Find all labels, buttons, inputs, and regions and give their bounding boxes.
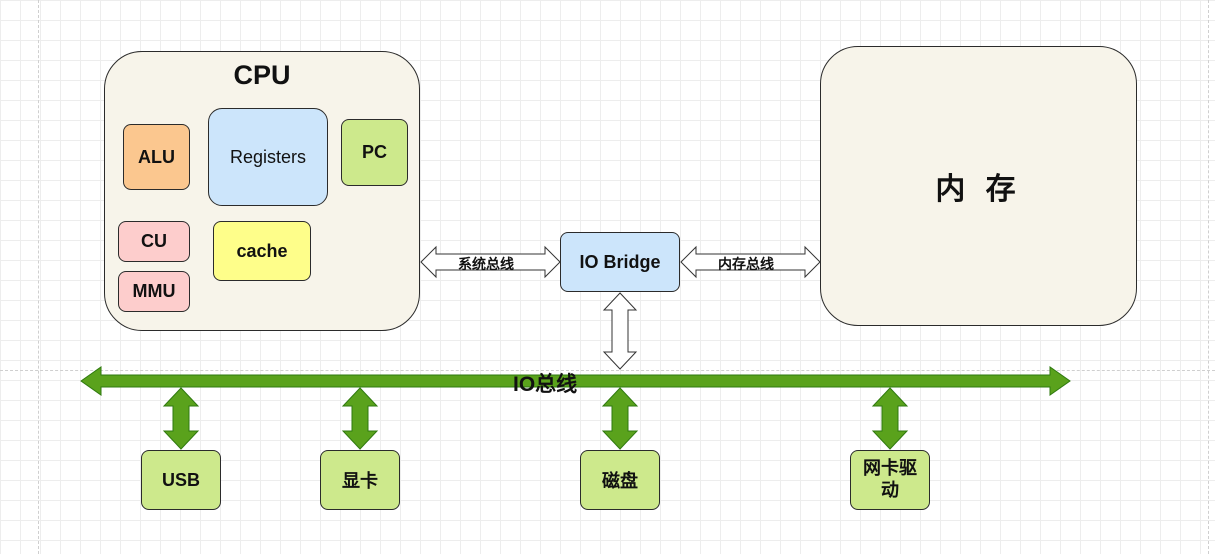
system-bus-arrow	[420, 245, 561, 279]
alu-box[interactable]: ALU	[123, 124, 190, 190]
mmu-label: MMU	[132, 281, 176, 301]
memory-bus-arrow	[680, 245, 821, 279]
gpu-label: 显卡	[342, 471, 378, 491]
nic-label: 网卡驱动	[863, 458, 917, 500]
memory-label: 内 存	[935, 173, 1022, 206]
cpu-title: CPU	[233, 60, 291, 90]
cache-box[interactable]: cache	[213, 221, 311, 281]
cache-label: cache	[236, 240, 288, 261]
io-bridge-label: IO Bridge	[579, 251, 661, 272]
io-bus-arrow	[80, 366, 1071, 396]
io-bus-label: IO总线	[513, 373, 578, 396]
gpu-link-arrow	[341, 387, 379, 450]
guide-line-vertical-left	[38, 0, 39, 554]
nic-device-box[interactable]: 网卡驱动	[850, 450, 930, 510]
usb-label: USB	[161, 469, 200, 490]
bridge-to-io-bus-arrow	[602, 292, 638, 370]
registers-label: Registers	[229, 146, 307, 167]
guide-line-vertical-right	[1208, 0, 1209, 554]
pc-label: PC	[361, 142, 387, 162]
registers-box[interactable]: Registers	[208, 108, 328, 206]
cu-box[interactable]: CU	[118, 221, 190, 262]
disk-link-arrow	[601, 387, 639, 450]
usb-device-box[interactable]: USB	[141, 450, 221, 510]
cu-label: CU	[141, 231, 167, 251]
alu-label: ALU	[138, 146, 175, 167]
disk-device-box[interactable]: 磁盘	[580, 450, 660, 510]
guide-line-horizontal	[0, 370, 1215, 371]
system-bus-label: 系统总线	[458, 256, 514, 272]
disk-label: 磁盘	[602, 471, 638, 491]
io-bridge-box[interactable]: IO Bridge	[560, 232, 680, 292]
pc-box[interactable]: PC	[341, 119, 408, 186]
memory-box[interactable]: 内 存	[820, 46, 1137, 326]
memory-bus-label: 内存总线	[718, 256, 774, 272]
nic-link-arrow	[871, 387, 909, 450]
mmu-box[interactable]: MMU	[118, 271, 190, 312]
gpu-device-box[interactable]: 显卡	[320, 450, 400, 510]
usb-link-arrow	[162, 387, 200, 450]
